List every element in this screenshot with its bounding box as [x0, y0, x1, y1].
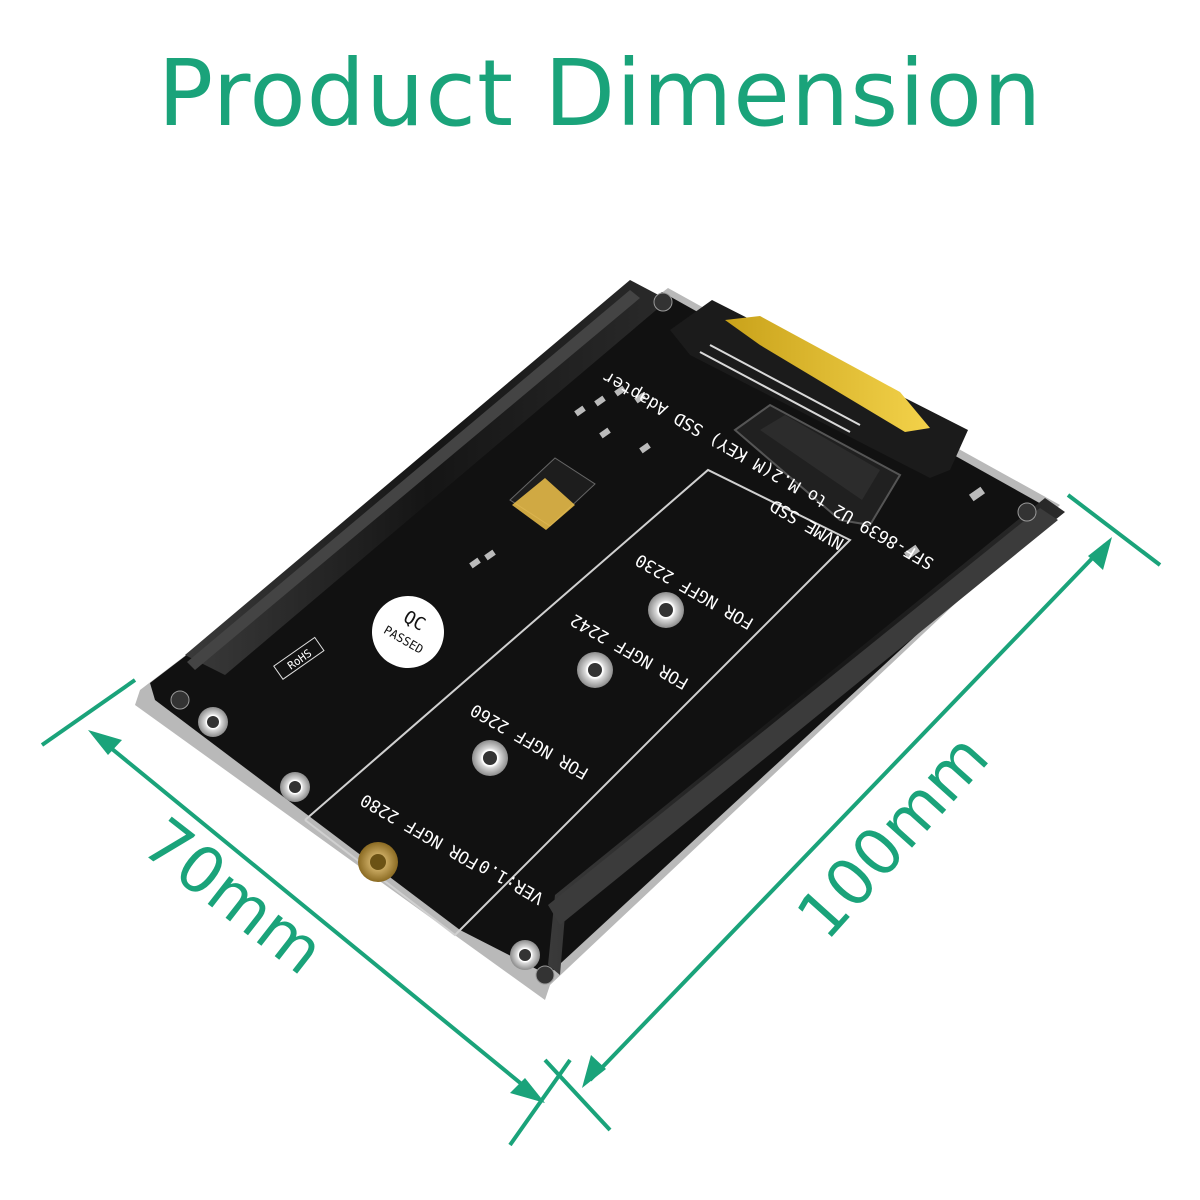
mounting-holes	[198, 592, 684, 970]
u2-connector	[670, 300, 968, 478]
gold-pins	[725, 316, 930, 432]
length-dimension-line	[543, 493, 1162, 1132]
qc-sticker: QC PASSED	[372, 596, 444, 668]
page-title: Product Dimension	[157, 40, 1043, 147]
slot-outline	[304, 468, 852, 937]
